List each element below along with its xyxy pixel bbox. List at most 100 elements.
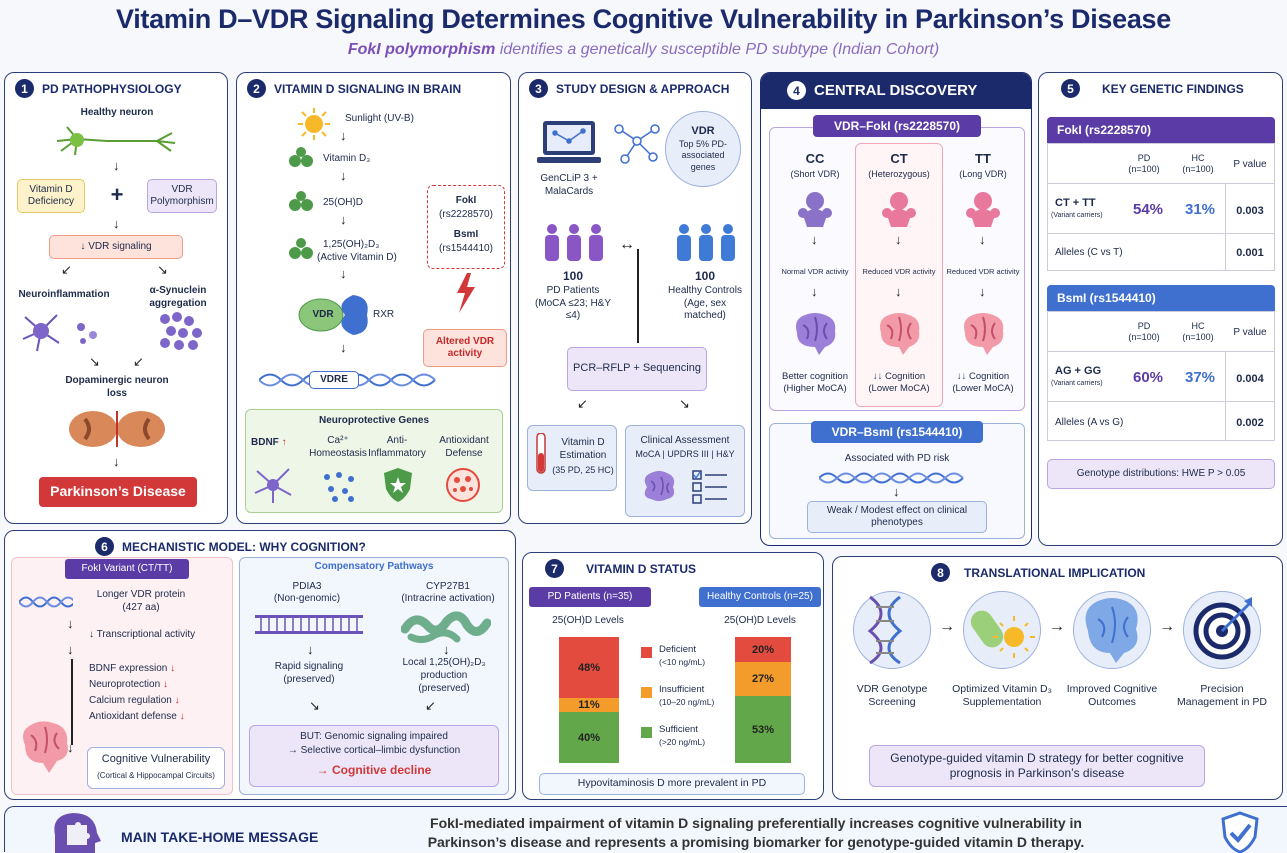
selective-dysfunction-label: → Selective cortical–limbic dysfunction (287, 745, 461, 756)
rxr-label: RXR (373, 309, 395, 320)
vdr-gene-sublabel: Top 5% PD-associated genes (678, 139, 728, 172)
compensatory-title: Compensatory Pathways (314, 561, 434, 572)
bsmi-alleles-p: 0.002 (1236, 417, 1264, 429)
pd-column-n: (n=100) (1128, 164, 1160, 175)
dopaminergic-loss-label: Dopaminergic neuron loss (65, 375, 169, 399)
legend-label: Insufficient (659, 684, 705, 695)
affected-function-item: Neuroprotection ↓ (89, 679, 168, 692)
brain-icon (644, 471, 675, 501)
arrow-icon: ↓ (340, 266, 347, 281)
bsmi-p-value: 0.004 (1236, 373, 1264, 385)
down-arrow-icon: ↓ (170, 663, 176, 674)
network-icon (614, 124, 660, 164)
bsmi-label: BsmI (453, 229, 479, 240)
laptop-icon (537, 121, 601, 163)
vdr-gene-circle (665, 111, 741, 187)
foki-rs-label: (rs2228570) (439, 209, 493, 220)
vitamin-d-estimation-label: Vitamin D Estimation (559, 437, 607, 461)
sunlight-label: Sunlight (UV-B) (345, 113, 414, 124)
pcr-box: PCR–RFLP + Sequencing (567, 347, 707, 391)
bar-value-label: 20% (751, 643, 775, 656)
affected-function-label: Calcium regulation (89, 695, 172, 706)
bar-segment: 48% (559, 637, 619, 699)
substantia-nigra-icon (69, 411, 165, 447)
hc-levels-label: 25(OH)D Levels (724, 615, 796, 626)
clinical-assessment-box (625, 425, 745, 517)
panel-number: 4 (787, 81, 806, 100)
page-subtitle: FokI polymorphism identifies a genetical… (347, 41, 940, 58)
bsmi-table-header: BsmI (rs1544410) (1047, 285, 1275, 311)
arrow-icon: ↓ (67, 642, 74, 657)
connector-line (71, 659, 73, 745)
panel-header-bar (761, 73, 1031, 109)
arrow-icon: ↓ (113, 216, 120, 231)
shield-icon (384, 468, 412, 502)
bsmi-alleles-label: Alleles (A vs G) (1055, 417, 1124, 428)
vdr-activity-label: Reduced VDR activity (862, 267, 936, 276)
antioxidant-icon (446, 468, 480, 502)
vdr-protein-icon (798, 192, 832, 227)
alpha-synuclein-label: α-Synuclein aggregation (149, 285, 207, 309)
bsmi-effect-box: Weak / Modest effect on clinical phenoty… (807, 501, 987, 533)
vdre-box: VDRE (309, 371, 359, 389)
arrow-icon: ↓ (340, 128, 347, 143)
down-arrow-icon: ↓ (179, 711, 185, 722)
vdr-protein-icon (882, 192, 916, 227)
arrow-icon: ↓ (340, 212, 347, 227)
step-label: Optimized Vitamin D₃ Supplementation (952, 683, 1052, 709)
step-label: Improved Cognitive Outcomes (1066, 683, 1158, 709)
bsmi-hc-value: 37% (1184, 369, 1216, 386)
hc-count: 100 (694, 269, 716, 283)
bar-value-label: 11% (578, 699, 600, 712)
calcitriol-sublabel: (Active Vitamin D) (317, 252, 397, 263)
hc-column-n: (n=100) (1182, 164, 1214, 175)
rapid-signaling-label: Rapid signaling (274, 661, 344, 672)
legend-swatch (641, 727, 652, 738)
clinical-assessment-sublabel: MoCA | UPDRS III | H&Y (635, 449, 735, 459)
genotype-sublabel: (Short VDR) (790, 169, 840, 179)
brain-icon (1085, 598, 1138, 663)
panel-number: 1 (15, 79, 34, 98)
patients-icon (545, 224, 603, 261)
take-home-line1: FokI-mediated impairment of vitamin D si… (430, 815, 1082, 831)
arrow-icon: ↙ (133, 354, 144, 369)
panel-number: 5 (1061, 79, 1080, 98)
panel-title: STUDY DESIGN & APPROACH (556, 81, 730, 96)
genomic-impaired-label: BUT: Genomic signaling impaired (300, 731, 448, 742)
rapid-signaling-sublabel: (preserved) (283, 674, 335, 685)
longer-vdr-sublabel: (427 aa) (122, 602, 160, 613)
shield-check-icon (1221, 811, 1259, 853)
foki-alleles-label: Alleles (C vs T) (1055, 247, 1123, 258)
foki-hc-value: 31% (1184, 201, 1216, 218)
foki-variant-badge: FokI Variant (CT/TT) (65, 559, 189, 579)
vdr-protein-icon (966, 192, 1000, 227)
membrane-icon (255, 615, 363, 634)
genotype-label: TT (975, 151, 991, 166)
pdia3-sublabel: (Non-genomic) (273, 593, 341, 604)
supplement-icon (970, 610, 1035, 658)
arrow-icon: ↓ (895, 284, 902, 299)
bar-value-label: 48% (577, 661, 601, 674)
clinical-assessment-label: Clinical Assessment (640, 435, 730, 446)
down-arrow-icon: ↓ (174, 695, 180, 706)
panel-title: MECHANISTIC MODEL: WHY COGNITION? (122, 539, 366, 554)
bsmi-table (1047, 311, 1275, 441)
arrow-icon: ↓ (811, 284, 818, 299)
arrow-icon: ↓ (340, 340, 347, 355)
cognition-outcome-label: ↓↓ Cognition (Lower MoCA) (952, 371, 1014, 394)
step-label: VDR Genotype Screening (856, 683, 928, 709)
arrow-icon: ↓ (811, 232, 818, 247)
bsmi-row1-label: AG + GG (1055, 365, 1102, 377)
pd-levels-label: 25(OH)D Levels (552, 615, 624, 626)
affected-function-item: BDNF expression ↓ (89, 663, 175, 676)
bsmi-pd-value: 60% (1132, 369, 1164, 386)
lightning-icon (457, 273, 475, 313)
vdr-label: VDR (312, 309, 334, 320)
longer-vdr-label: Longer VDR protein (96, 589, 186, 600)
panel-title: PD PATHOPHYSIOLOGY (42, 81, 182, 96)
affected-function-label: Antioxidant defense (89, 711, 177, 722)
legend-sublabel: (>20 ng/mL) (659, 737, 706, 747)
arrow-icon: ↓ (67, 740, 74, 755)
